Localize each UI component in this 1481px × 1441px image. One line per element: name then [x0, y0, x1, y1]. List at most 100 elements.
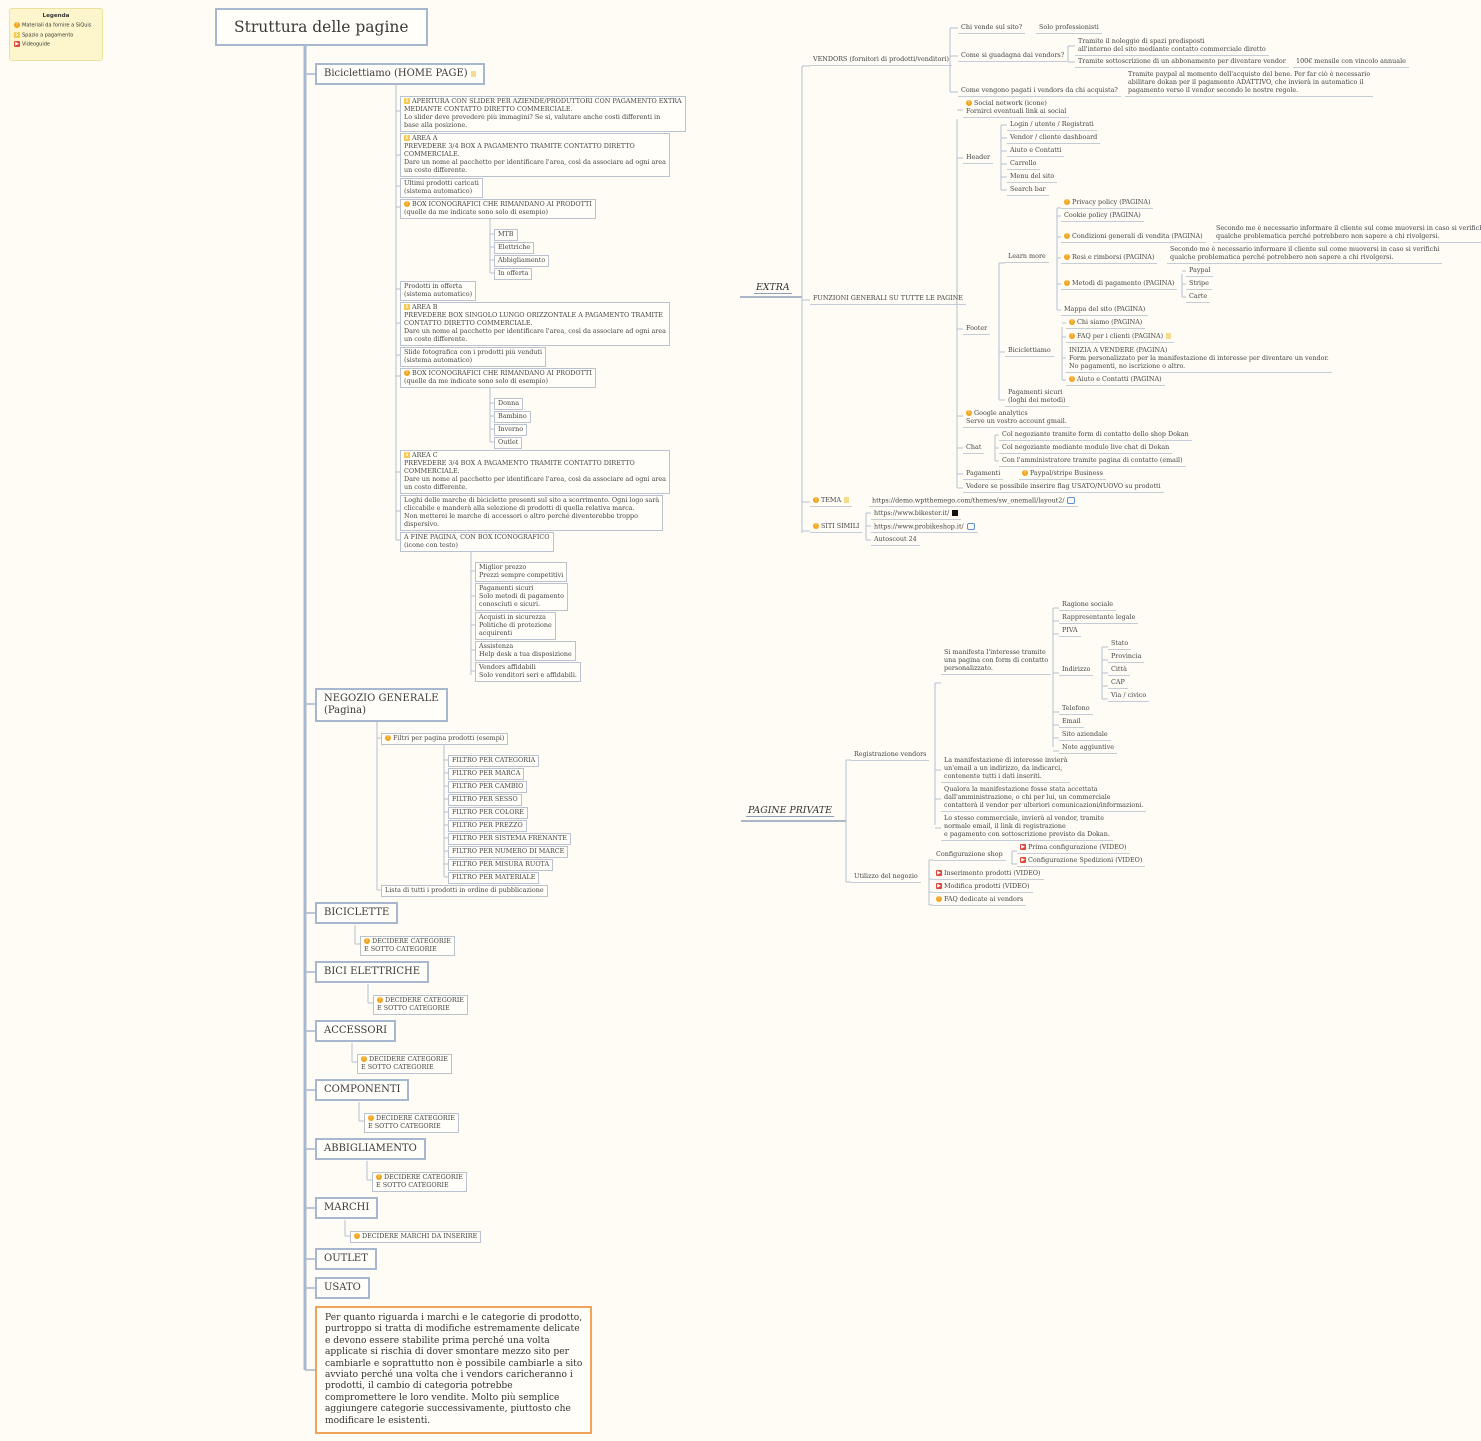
- node-in1[interactable]: Stato: [1108, 639, 1132, 650]
- node-v3[interactable]: Come vengono pagati i vendors da chi acq…: [958, 86, 1121, 97]
- node-rv4[interactable]: Lo stesso commerciale, invierà al vendor…: [941, 814, 1113, 841]
- node-rs[interactable]: Ragione sociale: [1059, 600, 1117, 611]
- node-hd3[interactable]: Aiuto e Contatti: [1007, 146, 1065, 157]
- node-v2a[interactable]: Tramite il noleggio di spazi predisposti…: [1075, 37, 1269, 56]
- node-h4b[interactable]: Elettriche: [494, 242, 535, 254]
- node-h11e[interactable]: Vendors affidabili Solo venditori seri e…: [475, 662, 581, 682]
- node-in[interactable]: Indirizzo: [1059, 665, 1094, 676]
- node-ch[interactable]: Chat: [963, 443, 985, 454]
- node-ch1[interactable]: Col negoziante tramite form di contatto …: [999, 430, 1192, 441]
- node-extra[interactable]: EXTRA: [754, 283, 792, 294]
- node-si1[interactable]: https://www.bikester.it/: [871, 509, 962, 520]
- node-h4c[interactable]: Abbigliamento: [494, 255, 550, 267]
- node-h11c[interactable]: Acquisti in sicurezza Politiche di prote…: [475, 612, 556, 640]
- node-h4[interactable]: !BOX ICONOGRAFICI CHE RIMANDANO AI PRODO…: [400, 199, 596, 219]
- node-h2[interactable]: $AREA A PREVEDERE 3/4 BOX A PAGAMENTO TR…: [400, 133, 670, 177]
- node-lm5b[interactable]: Stripe: [1186, 279, 1212, 290]
- node-hd1[interactable]: Login / utente / Registrati: [1007, 120, 1097, 131]
- node-si2[interactable]: https://www.probikeshop.it/: [871, 522, 978, 534]
- node-ga[interactable]: !Google analytics Serve un vostro accoun…: [963, 409, 1070, 428]
- node-h8[interactable]: !BOX ICONOGRAFICI CHE RIMANDANO AI PRODO…: [400, 368, 596, 388]
- node-v1[interactable]: Chi vende sul sito?: [958, 23, 1026, 34]
- node-h9[interactable]: $AREA C PREVEDERE 3/4 BOX A PAGAMENTO TR…: [400, 450, 670, 494]
- node-te[interactable]: !TEMA: [810, 496, 853, 507]
- node-ven[interactable]: VENDORS (fornitori di prodotti/venditori…: [810, 55, 953, 66]
- node-lm3a[interactable]: Secondo me è necessario informare il cli…: [1213, 224, 1481, 243]
- node-ma[interactable]: MARCHI: [315, 1197, 379, 1219]
- node-hd4[interactable]: Carrello: [1007, 159, 1040, 170]
- node-fg[interactable]: FUNZIONI GENERALI SU TUTTE LE PAGINE: [810, 294, 966, 305]
- node-bi[interactable]: BICICLETTE: [315, 902, 399, 924]
- node-hd[interactable]: Header: [963, 153, 994, 164]
- node-rv[interactable]: Registrazione vendors: [851, 750, 930, 761]
- node-rv3[interactable]: Qualora la manifestazione fosse stata ac…: [941, 785, 1147, 812]
- node-cs1[interactable]: ▶Prima configurazione (VIDEO): [1017, 843, 1130, 854]
- node-ab1[interactable]: !DECIDERE CATEGORIE E SOTTO CATEGORIE: [372, 1172, 467, 1192]
- link-icon[interactable]: [1067, 497, 1076, 504]
- node-v1a[interactable]: Solo professionisti: [1036, 23, 1102, 34]
- node-cs2[interactable]: ▶Configurazione Spedizioni (VIDEO): [1017, 856, 1146, 867]
- node-h7[interactable]: Slide fotografica con i prodotti più ven…: [400, 347, 547, 367]
- node-in4[interactable]: CAP: [1108, 678, 1128, 689]
- node-us[interactable]: USATO: [315, 1277, 370, 1299]
- node-si[interactable]: !SITI SIMILI: [810, 522, 863, 533]
- node-in5[interactable]: Via / civico: [1108, 691, 1150, 702]
- node-ft[interactable]: Footer: [963, 324, 991, 335]
- node-ng[interactable]: NEGOZIO GENERALE (Pagina): [315, 688, 448, 722]
- node-lm2[interactable]: Cookie policy (PAGINA): [1061, 211, 1144, 222]
- node-lm[interactable]: Learn more: [1005, 252, 1049, 263]
- node-f3[interactable]: FILTRO PER CAMBIO: [448, 781, 528, 793]
- node-h4a[interactable]: MTB: [494, 229, 518, 241]
- node-ab[interactable]: ABBIGLIAMENTO: [315, 1138, 426, 1160]
- external-site-icon[interactable]: [952, 510, 959, 516]
- node-h5[interactable]: Prodotti in offerta (sistema automatico): [400, 281, 477, 301]
- node-bc[interactable]: Biciclettiamo: [1005, 346, 1054, 357]
- attachment-icon[interactable]: [470, 70, 476, 77]
- node-h6[interactable]: $AREA B PREVEDERE BOX SINGOLO LUNGO ORIZ…: [400, 302, 670, 346]
- node-h11d[interactable]: Assistenza Help desk a tua disposizione: [475, 641, 576, 661]
- node-em[interactable]: Email: [1059, 717, 1084, 728]
- node-ou[interactable]: OUTLET: [315, 1248, 377, 1270]
- node-h3[interactable]: Ultimi prodotti caricati (sistema automa…: [400, 178, 483, 198]
- node-so[interactable]: !Social network (icone) Fornirci eventua…: [963, 99, 1070, 118]
- node-in3[interactable]: Città: [1108, 665, 1130, 676]
- node-ac1[interactable]: !DECIDERE CATEGORIE E SOTTO CATEGORIE: [357, 1054, 452, 1074]
- attachment-icon[interactable]: [1166, 333, 1172, 339]
- node-f8[interactable]: FILTRO PER NUMERO DI MARCE: [448, 846, 569, 858]
- node-h1[interactable]: $APERTURA CON SLIDER PER AZIENDE/PRODUTT…: [400, 96, 686, 132]
- node-pg[interactable]: Pagamenti: [963, 469, 1004, 480]
- node-be[interactable]: BICI ELETTRICHE: [315, 961, 429, 983]
- node-te1[interactable]: https://demo.wptthemego.com/themes/sw_on…: [869, 496, 1079, 508]
- node-pp[interactable]: PAGINE PRIVATE: [746, 806, 834, 817]
- node-hp[interactable]: Biciclettiamo (HOME PAGE): [315, 63, 485, 85]
- node-h8a[interactable]: Donna: [494, 398, 524, 410]
- node-hd6[interactable]: Search bar: [1007, 185, 1049, 196]
- node-bc3[interactable]: INIZIA A VENDERE (PAGINA) Form personali…: [1066, 346, 1332, 373]
- node-si3[interactable]: Autoscout 24: [871, 535, 920, 546]
- node-v2b[interactable]: Tramite sottoscrizione di un abbonamento…: [1075, 57, 1289, 68]
- node-v2[interactable]: Come si guadagna dai vendors?: [958, 51, 1068, 62]
- node-ac[interactable]: ACCESSORI: [315, 1020, 397, 1042]
- node-ma1[interactable]: !DECIDERE MARCHI DA INSERIRE: [350, 1231, 482, 1243]
- node-mp[interactable]: ▶Modifica prodotti (VIDEO): [933, 882, 1033, 893]
- link-icon[interactable]: [966, 523, 975, 530]
- node-rv1[interactable]: Si manifesta l'interesse tramite una pag…: [941, 648, 1052, 675]
- node-h11b[interactable]: Pagamenti sicuri Solo metodi di pagament…: [475, 583, 568, 611]
- node-ip[interactable]: ▶Inserimento prodotti (VIDEO): [933, 869, 1044, 880]
- node-ng1[interactable]: !Filtri per pagina prodotti (esempi): [381, 733, 509, 745]
- node-us2[interactable]: Vedere se possibile inserire flag USATO/…: [963, 482, 1164, 493]
- node-h8b[interactable]: Bambino: [494, 411, 531, 423]
- node-co[interactable]: COMPONENTI: [315, 1079, 410, 1101]
- node-f6[interactable]: FILTRO PER PREZZO: [448, 820, 527, 832]
- node-sa[interactable]: Sito aziendale: [1059, 730, 1111, 741]
- node-lm4a[interactable]: Secondo me è necessario informare il cli…: [1167, 245, 1443, 264]
- node-h8d[interactable]: Outlet: [494, 437, 523, 449]
- node-lm1[interactable]: !Privacy policy (PAGINA): [1061, 198, 1154, 209]
- node-co1[interactable]: !DECIDERE CATEGORIE E SOTTO CATEGORIE: [364, 1113, 459, 1133]
- node-rl[interactable]: Rappresentante legale: [1059, 613, 1139, 624]
- node-h10[interactable]: Loghi delle marche di biciclette present…: [400, 495, 664, 531]
- node-un[interactable]: Utilizzo del negozio: [851, 872, 921, 883]
- node-lm3[interactable]: !Condizioni generali di vendita (PAGINA): [1061, 232, 1206, 243]
- node-cs[interactable]: Configurazione shop: [933, 850, 1006, 861]
- node-f7[interactable]: FILTRO PER SISTEMA FRENANTE: [448, 833, 571, 845]
